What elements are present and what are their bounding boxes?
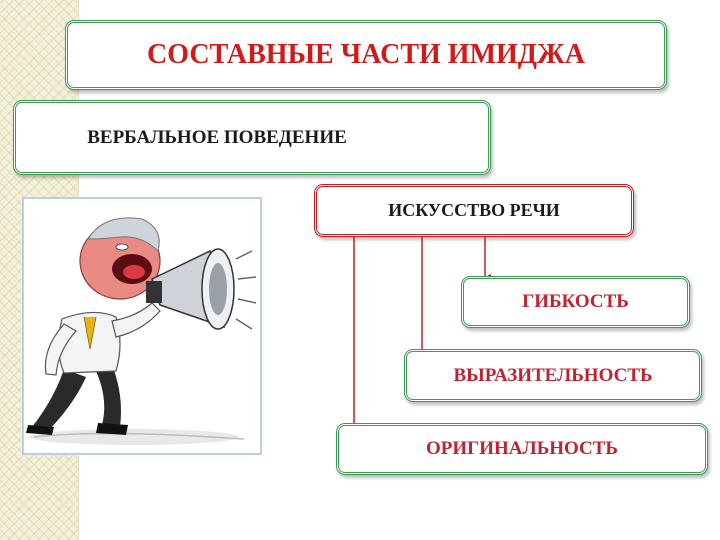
verbal-behavior-label: ВЕРБАЛЬНОЕ ПОВЕДЕНИЕ	[87, 126, 347, 148]
expressiveness-label: ВЫРАЗИТЕЛЬНОСТЬ	[453, 364, 653, 386]
slide-title: СОСТАВНЫЕ ЧАСТИ ИМИДЖА	[147, 39, 585, 70]
originality-label: ОРИГИНАЛЬНОСТЬ	[426, 438, 618, 459]
megaphone-man-illustration	[22, 197, 262, 455]
speech-art-box: ИСКУССТВО РЕЧИ	[314, 184, 634, 237]
originality-box: ОРИГИНАЛЬНОСТЬ	[336, 423, 708, 475]
verbal-behavior-box: ВЕРБАЛЬНОЕ ПОВЕДЕНИЕ	[13, 100, 491, 175]
slide-title-box: СОСТАВНЫЕ ЧАСТИ ИМИДЖА	[65, 20, 667, 90]
expressiveness-box: ВЫРАЗИТЕЛЬНОСТЬ	[404, 349, 702, 402]
speech-art-label: ИСКУССТВО РЕЧИ	[388, 200, 560, 220]
man-shouting-megaphone-icon	[26, 217, 257, 445]
flexibility-label: ГИБКОСТЬ	[522, 291, 629, 312]
flexibility-box: ГИБКОСТЬ	[461, 276, 690, 328]
